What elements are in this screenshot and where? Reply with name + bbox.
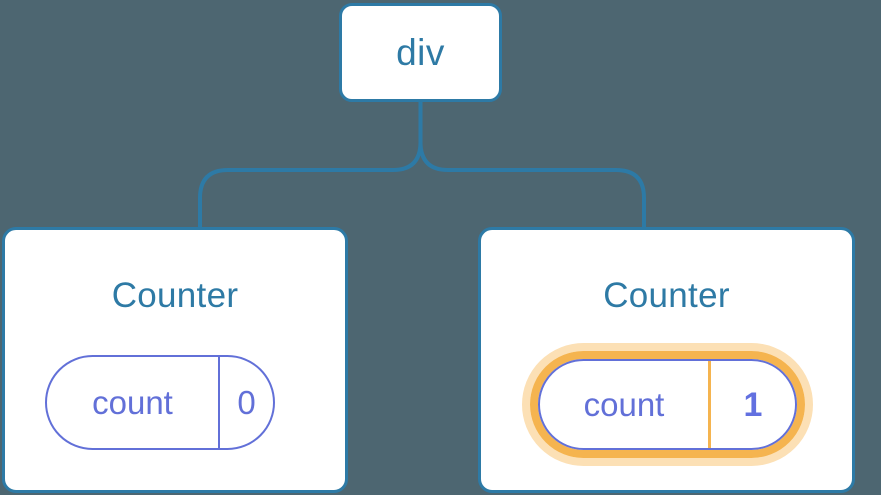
counter-left-state-pill[interactable]: count 0 xyxy=(45,355,275,450)
node-root-div[interactable]: div xyxy=(339,3,502,102)
counter-left-state-key: count xyxy=(47,357,220,448)
node-counter-right[interactable]: Counter count 1 xyxy=(478,227,855,493)
counter-left-state-value: 0 xyxy=(237,384,256,421)
counter-right-state-pill-inner: count 1 xyxy=(538,359,797,450)
counter-right-state-value: 1 xyxy=(743,385,763,424)
connector-right-branch xyxy=(418,100,646,230)
counter-left-title: Counter xyxy=(111,276,239,315)
root-node-label: div xyxy=(396,32,445,73)
node-counter-left[interactable]: Counter count 0 xyxy=(2,227,348,493)
connector-left-branch xyxy=(198,100,423,230)
highlight-glow-ring xyxy=(522,343,813,466)
counter-right-state-key: count xyxy=(540,361,711,448)
counter-right-title: Counter xyxy=(603,276,730,315)
counter-right-state-pill[interactable]: count 1 xyxy=(522,343,813,466)
